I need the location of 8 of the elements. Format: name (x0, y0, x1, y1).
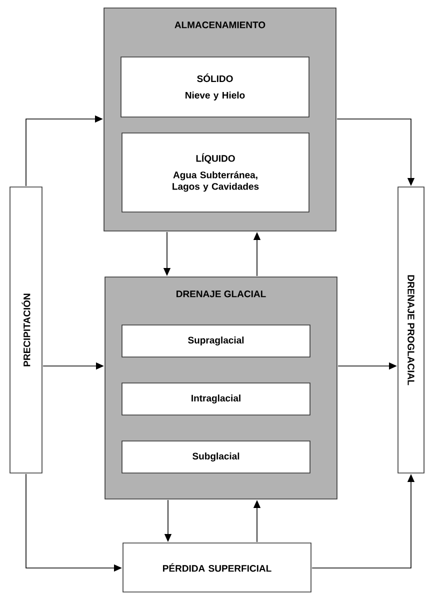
process-box: Subglacial (122, 440, 310, 474)
process-box: PÉRDIDA SUPERFICIAL (122, 542, 312, 592)
process-box: PRECIPITACIÓN (10, 186, 42, 474)
process-box: Intraglacial (122, 382, 310, 416)
process-box: DRENAJE PROGLACIAL (398, 186, 424, 474)
process-box: LÍQUIDO Agua Subterránea, Lagos y Cavidades (122, 132, 310, 212)
process-box: Supraglacial (122, 324, 310, 358)
process-box: SÓLIDO Nieve y Hielo (120, 56, 310, 118)
